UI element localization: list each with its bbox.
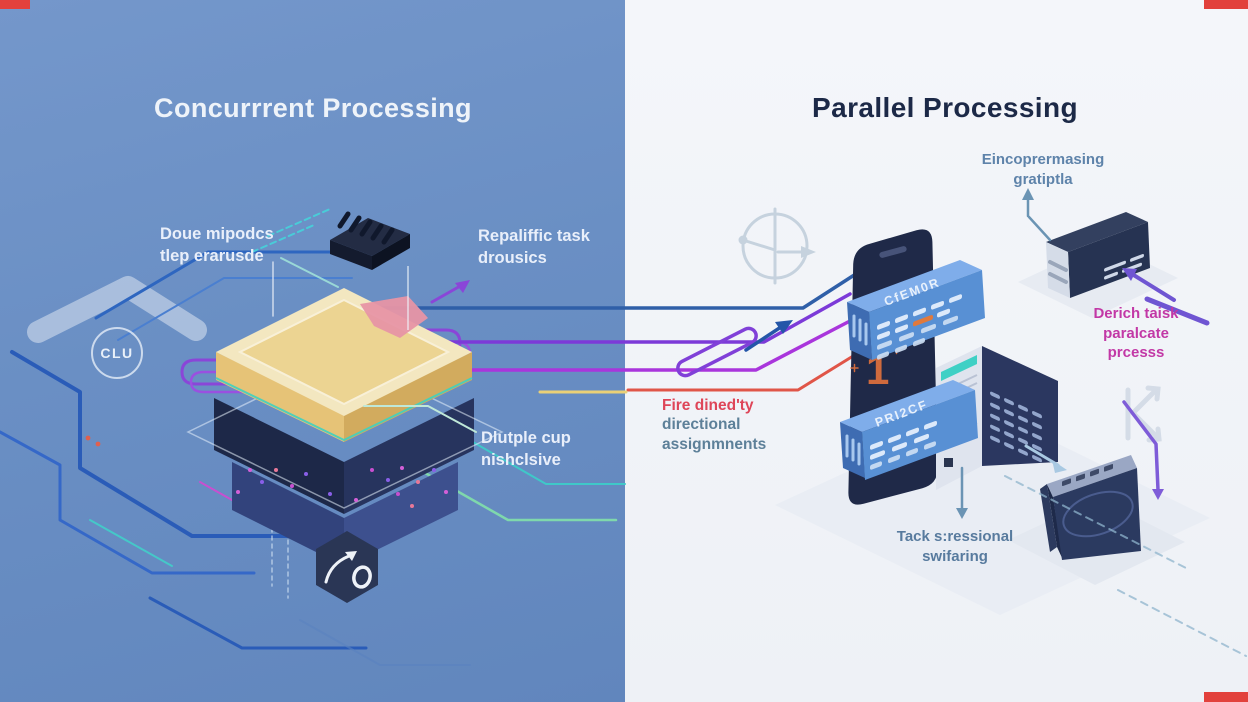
cpu-badge: CLU: [91, 327, 143, 379]
label-line: assignmnents: [662, 435, 767, 453]
storage-disc-outline: [1062, 490, 1134, 538]
label-line: paralcate: [1103, 324, 1169, 342]
label-line: drousics: [478, 248, 547, 267]
right-panel-background: [625, 0, 1248, 702]
memory-slot-dashes: [877, 294, 962, 360]
connector-module: [330, 211, 410, 270]
right-title: Parallel Processing: [812, 92, 1078, 123]
label-line: Derich taisk: [1093, 305, 1179, 322]
chip-speckles: [236, 466, 448, 508]
label-tack: Tack s:ressional swifaring: [876, 527, 1034, 566]
label-derich: Derich taisk paralcate prcesss: [1076, 304, 1196, 363]
compass-icon: [738, 207, 816, 285]
phone-notch: [879, 246, 907, 258]
flow-arrow-icon: [744, 320, 793, 352]
server-screen-strip: [941, 355, 977, 381]
compute-box: [1046, 212, 1150, 298]
label-line: Tack s:ressional: [896, 528, 1014, 545]
label-line: Dlutple cup: [481, 429, 571, 447]
label-line: Eincoprermasing: [981, 151, 1105, 168]
label-line: Repaliffic task: [478, 227, 590, 245]
cpu-badge-text: CLU: [100, 345, 133, 361]
pointer-lines-right: [956, 188, 1247, 657]
label-line: gratiptla: [1013, 170, 1073, 188]
storage-edge-marks: [1062, 464, 1113, 487]
label-task: Repaliffic task drousics: [478, 226, 590, 270]
label-cup: Dlutple cup nishclsive: [481, 428, 571, 472]
corner-mark-top-left: [0, 0, 30, 9]
corner-mark-bottom-right: [1204, 692, 1248, 702]
process-slot-dashes: [870, 420, 937, 470]
label-line: Doue mipodcs: [160, 225, 274, 243]
orange-indicator: [913, 315, 933, 327]
flow-loop: [676, 326, 758, 378]
left-title: Concurrrent Processing: [154, 93, 472, 123]
label-line: nishclsive: [481, 450, 561, 469]
label-line: tlep erarusde: [160, 246, 264, 265]
label-line: directional: [662, 416, 741, 434]
hexagon-arrow-icon: [316, 531, 378, 603]
storage-device: [1040, 455, 1141, 560]
label-fire-directional: Fire dined'ty directional assignmnents: [662, 396, 766, 454]
label-encompass: Eincoprermasing gratiptla: [958, 150, 1128, 189]
label-pointers-left: [272, 257, 477, 433]
label-line: Fire dined'ty: [662, 397, 754, 414]
server-slot-dashes: [990, 391, 1042, 463]
cpu-chip: [186, 266, 504, 566]
label-line: prcesss: [1107, 344, 1165, 361]
label-line: swifaring: [922, 547, 988, 565]
corner-mark-top-right: [1204, 0, 1248, 9]
label-modules: Doue mipodcs tlep erarusde: [160, 224, 274, 268]
circuit-traces: [0, 208, 626, 666]
thermal-blob: [360, 296, 428, 338]
